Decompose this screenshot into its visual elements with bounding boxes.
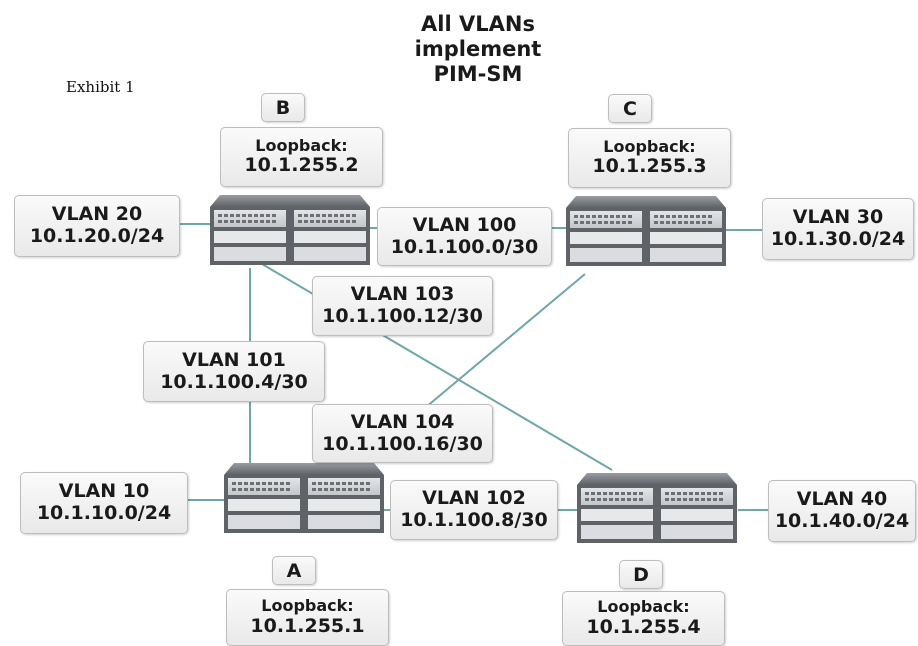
vlan-101-label: VLAN 101 10.1.100.4/30 (143, 341, 325, 402)
vlan-104-subnet: 10.1.100.16/30 (322, 432, 483, 455)
switch-b-loopback-label: Loopback: (255, 135, 348, 155)
vlan-101-subnet: 10.1.100.4/30 (160, 370, 308, 393)
vlan-20-label: VLAN 20 10.1.20.0/24 (14, 195, 180, 257)
switch-d-loopback-ip: 10.1.255.4 (586, 615, 701, 638)
switch-a-loopback-ip: 10.1.255.1 (250, 614, 365, 637)
switch-d-loopback: Loopback: 10.1.255.4 (562, 591, 725, 646)
switch-d (577, 473, 737, 543)
vlan-10-name: VLAN 10 (58, 480, 150, 503)
vlan-30-label: VLAN 30 10.1.30.0/24 (762, 198, 914, 260)
vlan-102-label: VLAN 102 10.1.100.8/30 (390, 480, 558, 540)
vlan-102-subnet: 10.1.100.8/30 (400, 509, 548, 531)
vlan-10-label: VLAN 10 10.1.10.0/24 (20, 472, 188, 534)
vlan-100-subnet: 10.1.100.0/30 (390, 235, 539, 258)
title-line-1: All VLANs (421, 12, 535, 36)
vlan-100-label: VLAN 100 10.1.100.0/30 (377, 207, 552, 266)
vlan-100-name: VLAN 100 (412, 213, 517, 236)
vlan-30-name: VLAN 30 (792, 206, 884, 229)
switch-a-loopback: Loopback: 10.1.255.1 (226, 589, 389, 646)
vlan-103-label: VLAN 103 10.1.100.12/30 (312, 276, 493, 336)
title-line-3: PIM-SM (433, 62, 523, 86)
title-line-2: implement (414, 37, 542, 61)
vlan-104-name: VLAN 104 (350, 410, 455, 433)
switch-a-name: A (272, 556, 316, 585)
switch-c (566, 196, 726, 266)
vlan-10-subnet: 10.1.10.0/24 (36, 502, 172, 524)
vlan-102-name: VLAN 102 (422, 487, 526, 510)
vlan-103-subnet: 10.1.100.12/30 (322, 305, 483, 327)
switch-c-name: C (608, 94, 652, 123)
vlan-101-name: VLAN 101 (182, 348, 286, 371)
switch-b-loopback-ip: 10.1.255.2 (244, 154, 359, 177)
switch-a-loopback-label: Loopback: (261, 596, 354, 616)
vlan-40-label: VLAN 40 10.1.40.0/24 (768, 480, 916, 542)
vlan-103-name: VLAN 103 (350, 283, 455, 306)
switch-d-name: D (619, 560, 663, 589)
switch-c-loopback: Loopback: 10.1.255.3 (568, 128, 731, 188)
switch-d-loopback-label: Loopback: (597, 597, 690, 617)
switch-c-loopback-label: Loopback: (603, 136, 696, 156)
exhibit-label: Exhibit 1 (66, 78, 135, 96)
switch-a (224, 463, 384, 533)
switch-b-name: B (261, 93, 305, 122)
vlan-20-subnet: 10.1.20.0/24 (29, 225, 165, 247)
vlan-40-name: VLAN 40 (796, 488, 888, 511)
vlan-30-subnet: 10.1.30.0/24 (770, 228, 906, 250)
vlan-40-subnet: 10.1.40.0/24 (774, 510, 910, 532)
vlan-20-name: VLAN 20 (51, 203, 143, 226)
diagram-title: All VLANs implement PIM-SM (393, 12, 563, 87)
switch-c-loopback-ip: 10.1.255.3 (592, 155, 707, 178)
vlan-104-label: VLAN 104 10.1.100.16/30 (312, 404, 493, 463)
switch-b-loopback: Loopback: 10.1.255.2 (220, 127, 383, 187)
switch-b (210, 195, 370, 265)
